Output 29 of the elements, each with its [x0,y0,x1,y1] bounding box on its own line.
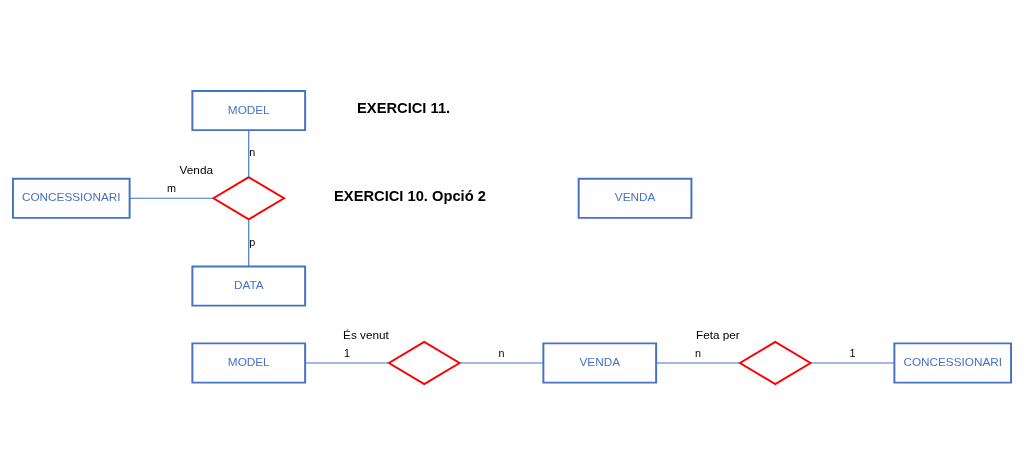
edge-label: p [249,235,256,248]
edge-label: 1 [849,346,856,359]
label: EXERCICI 11. [357,99,451,116]
connector [129,197,214,199]
edge-label: m [167,182,177,195]
node-diamond [387,340,462,386]
connector [459,362,544,364]
edge-label: 1 [344,346,351,359]
node-box: DATA [191,265,307,307]
label: EXERCICI 10. Opció 2 [334,187,486,204]
node-box: MODEL [191,89,307,132]
connector [248,219,250,267]
node-box: CONCESSIONARI [893,342,1013,384]
connector [304,362,390,364]
node-label: Venda [179,162,213,176]
edge-label: n [249,146,256,159]
node-box: VENDA [542,342,658,384]
node-box: CONCESSIONARI [11,177,131,219]
node-diamond [738,340,813,386]
node-box: MODEL [191,342,307,384]
node-diamond [211,176,286,221]
node-label: Feta per [696,327,740,341]
node-box: VENDA [577,177,693,219]
edge-label: n [498,346,505,359]
node-label: És venut [343,327,389,341]
connector [810,362,895,364]
edge-label: n [695,346,702,359]
connector [248,129,250,178]
connector [655,362,741,364]
